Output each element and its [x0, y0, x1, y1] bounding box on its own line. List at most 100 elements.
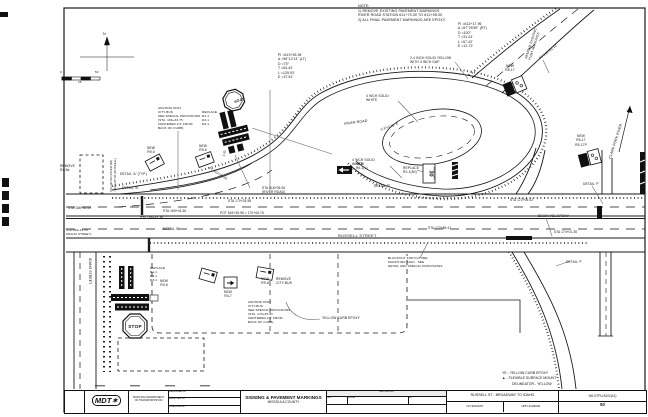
signature-grid: DESIGNED BY DRAFTED BY CHECKED BY	[169, 391, 241, 413]
idaho-street-label: IDAHO STREET	[88, 258, 92, 285]
anchor-note-bottom: ANCHOR ONLY CITY-BUS SEE SPECIAL PROVISI…	[248, 300, 291, 325]
alignment-equation: 616+00.00 (RIVER RD) = 169+05.06 (RUSSEL…	[109, 157, 117, 192]
solid-white-a-callout: 4 INCH SOLID WHITE	[366, 94, 389, 103]
title-block: MDT✶ MONTANA DEPARTMENT OF TRANSPORTATIO…	[64, 390, 647, 414]
fed-aid-number: NH-STPU 8102(41)	[559, 391, 646, 402]
sheet-number: 50	[600, 402, 605, 407]
scale-mid: 25	[78, 80, 82, 84]
replace-stop-top-callout: REPLACE R1-1 D3-1 D3-1	[202, 110, 218, 127]
revisions-label: REVISIONS	[379, 391, 394, 393]
speed-limit-value: 30	[427, 170, 434, 177]
new-r96-b-callout: NEW R9-6	[199, 144, 207, 153]
legend-line-2: ▲ - FLEXIBLE SURFACE MOUNT	[502, 376, 557, 381]
r4-7-sign	[223, 276, 238, 289]
speed-limit-sign: SPEED LIMIT 30	[423, 164, 435, 183]
sheet-frame	[63, 7, 646, 413]
scale-bar	[61, 76, 101, 81]
new-r47-callout: NEW R4-7	[224, 290, 232, 299]
title-block-corner-cell	[65, 391, 85, 413]
blockout-callout: BLOCKOUT FOR FUTURE MOUNTING SIGN - SEE …	[388, 256, 443, 269]
drafted-by-label: DRAFTED BY	[169, 398, 186, 401]
idaho-street	[73, 154, 205, 389]
agency-cell: MONTANA DEPARTMENT OF TRANSPORTATION	[129, 391, 169, 413]
registration-marks	[0, 12, 210, 387]
new-r96-c-callout: NEW R9-6	[160, 279, 168, 288]
right-side-street	[597, 150, 646, 337]
station-169-03: STA 169+03.46	[163, 209, 187, 213]
rev-no-label: NO.	[327, 397, 348, 404]
upn-number: UPN 4129002	[521, 404, 541, 408]
project-name: RUSSELL ST - BROADWAY TO IDAHO	[447, 391, 558, 402]
fedaid-sheet-cell: NH-STPU 8102(41) 50	[559, 391, 646, 413]
solid-white-b-callout: 4 INCH SOLID WHITE	[352, 158, 375, 167]
mdt-logo: MDT✶	[91, 395, 122, 406]
control-number: CN 9001997	[447, 402, 504, 412]
speed-limit-sign-frame	[422, 162, 459, 184]
detail-a-callout: DETAIL 'A' (TYP.)	[120, 172, 148, 176]
work-area-boundary	[151, 254, 408, 334]
north-label: N	[103, 32, 106, 36]
stop-assembly-top	[217, 88, 250, 154]
legend: YE - YELLOW CURB EPOXY ▲ - FLEXIBLE SURF…	[502, 371, 556, 387]
station-pot: POT 616+35.96 = 170+06.76	[220, 211, 264, 215]
new-r96-a-callout: NEW R9-6	[147, 146, 155, 155]
new-r96-d-callout: NEW R9-6	[261, 277, 269, 286]
anchor-note-top: ANCHOR ONLY CITY-BUS SEE SPECIAL PROVISI…	[158, 106, 201, 131]
mdt-logo-cell: MDT✶	[85, 391, 129, 413]
station-168-36: STA 168+36.69	[68, 206, 92, 210]
begin-yellow-callout: BEGIN YEL EPOXY	[538, 214, 570, 218]
station-172a: STA 172+06.42	[510, 198, 534, 202]
station-170-25: STA 170+25.98	[228, 199, 252, 203]
curve-data-right: PI =612+17.96 Δ =57°25'59" (RT) D =100° …	[458, 22, 487, 49]
detail-f3-callout: DETAIL 'F'	[583, 182, 600, 186]
station-172b: STA 172+86.47	[428, 226, 452, 230]
leader-lines	[177, 59, 604, 320]
new-r61-callout: NEW R6-1(L)	[356, 162, 368, 171]
parking-lot-lines	[408, 299, 521, 333]
north-arrow	[80, 36, 134, 71]
two-four-yellow-callout: 2-4 INCH SOLID YELLOW WITH 4 INCH GAP	[410, 56, 452, 65]
detail-f2-callout: DETAIL 'F'	[566, 260, 583, 264]
general-note: NOTE: 1) REMOVE EXISTING PAVEMENT MARKIN…	[358, 4, 446, 23]
r9-6-sign-d	[255, 266, 275, 281]
station-174: STA 174+01.36	[554, 230, 578, 234]
detail-f1-callout: DETAIL 'F'	[374, 184, 391, 188]
detail-b-callout: DETAIL 'B'	[122, 186, 139, 190]
stop-assembly-bottom	[111, 266, 159, 339]
one-way-sign	[337, 166, 352, 174]
new-r517-a-callout: NEW R5-17	[505, 64, 515, 73]
scale-zero: 0	[60, 70, 62, 74]
designed-by-label: DESIGNED BY	[169, 391, 187, 393]
legend-line-3: DELINEATOR - YELLOW	[512, 381, 552, 386]
curve-data-left: PI =613+53.94 Δ =96°12'14" (LT) D =75° T…	[278, 53, 307, 80]
checked-by-label: CHECKED BY	[169, 405, 186, 408]
replace-r21-callout: REPLACE R2-1(50)	[403, 166, 420, 175]
clark-fork-exit-road	[468, 6, 633, 153]
russell-street-label: RUSSELL STREET	[338, 234, 377, 238]
r9-6-sign-a	[144, 153, 165, 172]
r9-6-sign-c	[198, 267, 218, 284]
r5-17-sign-a	[502, 75, 528, 97]
bottom-right-curve	[508, 251, 577, 390]
sheet-title: SIGNING & PAVEMENT MARKINGS	[245, 395, 322, 400]
russell-street-corridor	[66, 193, 645, 253]
yellow-curb-callout: YELLOW CURB EPOXY	[322, 316, 360, 320]
replace-stop-bottom-callout: REPLACE R1-1 D3-1 D3-1	[150, 266, 166, 283]
station-169-42: STA 169+42.46	[140, 216, 164, 220]
scale-fifty: 50	[95, 70, 99, 74]
rev-by-label: BY	[409, 397, 413, 399]
project-cell: RUSSELL ST - BROADWAY TO IDAHO CN 900199…	[447, 391, 559, 413]
sheet-county: MISSOULA COUNTY	[267, 400, 300, 404]
r9-6-sign-b	[194, 151, 215, 168]
legend-line-1: YE - YELLOW CURB EPOXY	[502, 371, 549, 375]
rev-date-label: DATE	[348, 397, 409, 404]
station-idaho: STA 629+16.56 (IDAHO STREET)	[66, 228, 92, 236]
remove-sign-callout: REMOVE R2-5a	[60, 164, 75, 173]
r5-17-sign-b	[577, 148, 602, 168]
sheet-title-cell: SIGNING & PAVEMENT MARKINGS MISSOULA COU…	[241, 391, 327, 413]
remove-bus-callout: REMOVE CITY-BUS	[276, 277, 292, 286]
river-road-loop	[111, 66, 548, 208]
revisions-grid: REVISIONS NO. DATE BY	[327, 391, 447, 413]
